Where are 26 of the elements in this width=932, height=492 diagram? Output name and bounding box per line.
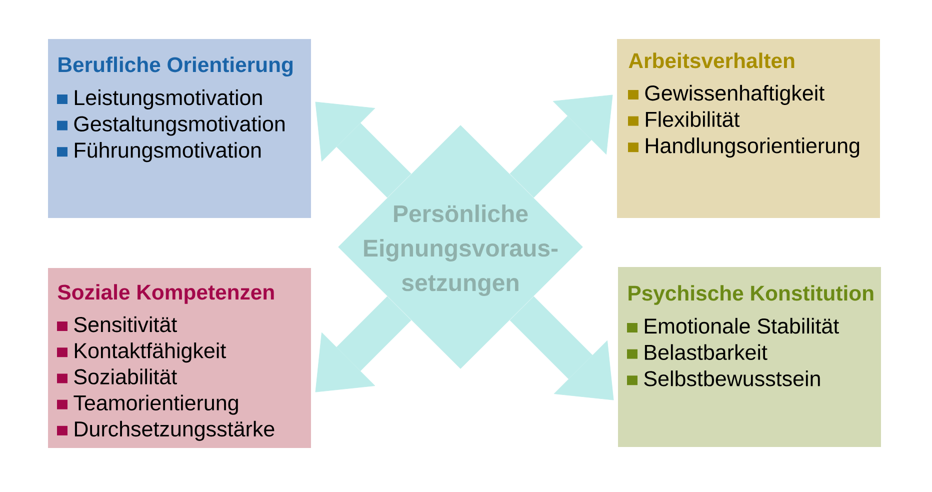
list-item: Gewissenhaftigkeit <box>645 84 824 105</box>
list-item: Handlungsorientierung <box>646 138 860 158</box>
category-box <box>617 39 880 218</box>
arrow <box>315 296 412 392</box>
category-box <box>48 268 311 448</box>
list-item: Teamorientierung <box>74 394 238 415</box>
heading: Psychische Konstitution <box>628 285 874 305</box>
list-item: Selbstbewusstsein <box>644 370 820 386</box>
heading: Soziale Kompetenzen <box>58 284 274 304</box>
list-item: Emotionale Stabilität <box>644 318 839 334</box>
category-box <box>48 39 311 218</box>
list-item: Führungsmotivation <box>74 142 261 162</box>
heading: Berufliche Orientierung <box>58 56 293 76</box>
list-item: Flexibilität <box>646 111 740 127</box>
list-item: Belastbarkeit <box>644 344 768 360</box>
list-item: Soziabilität <box>74 368 177 384</box>
list-item: Durchsetzungsstärke <box>74 420 274 441</box>
arrow <box>510 94 613 198</box>
list-item: Leistungsmotivation <box>74 89 262 110</box>
list-item: Gestaltungsmotivation <box>74 116 284 136</box>
list-item: Kontaktfähigkeit <box>74 342 226 363</box>
category-box <box>618 267 881 447</box>
arrow <box>510 296 614 400</box>
arrow <box>315 102 412 198</box>
heading: Arbeitsverhalten <box>628 52 794 68</box>
list-item: Sensitivität <box>74 316 177 332</box>
